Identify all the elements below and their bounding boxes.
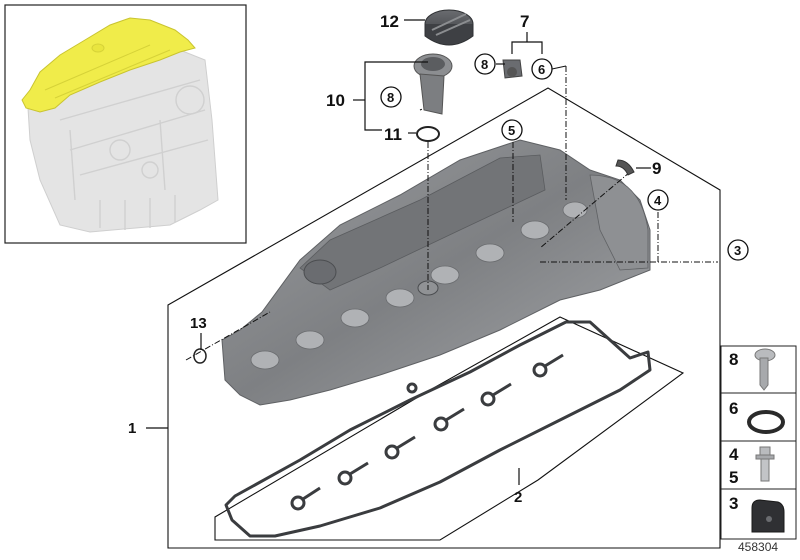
highlighted-cover-icon bbox=[21, 17, 196, 113]
grommet-icon bbox=[751, 499, 785, 533]
callout-9[interactable]: 9 bbox=[652, 159, 661, 178]
legend-num: 8 bbox=[729, 350, 738, 369]
o-ring-11[interactable] bbox=[416, 126, 440, 142]
engine-thumbnail[interactable] bbox=[4, 4, 247, 244]
legend-item-o-ring[interactable]: 6 bbox=[729, 399, 785, 434]
callout-6-text: 6 bbox=[538, 62, 545, 77]
gasket-outline-icon bbox=[224, 320, 652, 538]
callout-2[interactable]: 2 bbox=[514, 489, 522, 506]
callout-3-text: 3 bbox=[734, 243, 741, 258]
legend-num: 6 bbox=[729, 399, 738, 418]
legend-num: 3 bbox=[729, 494, 738, 513]
oil-filler-neck[interactable] bbox=[413, 53, 453, 115]
circle-marker-icon bbox=[474, 53, 496, 75]
small-o-ring-icon bbox=[193, 348, 207, 364]
callout-6[interactable]: 6 bbox=[531, 58, 567, 80]
neck-opening-icon bbox=[421, 57, 445, 71]
cap-grip-icon bbox=[431, 13, 471, 36]
cover-rail-icon bbox=[299, 154, 546, 291]
breather-dome-icon bbox=[303, 259, 337, 285]
legend-num: 5 bbox=[729, 468, 738, 487]
cylinder-head-cover[interactable] bbox=[221, 139, 651, 406]
grommet-hole-icon bbox=[766, 516, 772, 522]
plug-13[interactable] bbox=[193, 348, 207, 364]
bolt-shank-icon bbox=[760, 458, 770, 482]
legend-item-screw[interactable]: 8 bbox=[729, 348, 776, 391]
cam-lobes-icon bbox=[250, 201, 588, 370]
cap-body-icon bbox=[424, 24, 474, 46]
legend-item-grommet[interactable]: 3 bbox=[729, 494, 785, 533]
circle-marker-icon bbox=[501, 119, 523, 141]
sensor-plug-icon bbox=[507, 67, 517, 77]
assembly-frame bbox=[167, 87, 721, 549]
cover-detail-icon bbox=[44, 43, 171, 99]
seal-strip-icon bbox=[615, 159, 635, 176]
callout-12[interactable]: 12 bbox=[380, 12, 399, 31]
o-ring-icon bbox=[416, 126, 440, 142]
dash-leaders bbox=[185, 66, 718, 361]
diagram-id-number: 458304 bbox=[738, 540, 779, 554]
o-ring-icon bbox=[747, 410, 785, 434]
callout-4-text: 4 bbox=[654, 193, 662, 208]
oil-filler-cap[interactable] bbox=[424, 9, 474, 46]
cover-end-icon bbox=[589, 174, 649, 271]
spark-plug-seals-icon bbox=[290, 353, 564, 511]
callout-labels: 1 2 7 9 10 11 12 13 3 4 5 6 8 bbox=[128, 12, 749, 506]
neck-tube-icon bbox=[419, 73, 445, 115]
callout-8-lower-text: 8 bbox=[387, 90, 394, 105]
legend-num: 4 bbox=[729, 445, 739, 464]
circle-marker-icon bbox=[647, 189, 669, 211]
callout-7[interactable]: 7 bbox=[520, 12, 529, 31]
callout-10[interactable]: 10 bbox=[326, 91, 345, 110]
screw-shank-icon bbox=[759, 357, 769, 391]
callout-8-upper[interactable]: 8 bbox=[474, 53, 496, 75]
circle-marker-icon bbox=[727, 239, 749, 261]
callout-5[interactable]: 5 bbox=[501, 119, 523, 141]
legend-item-bolt[interactable]: 4 5 bbox=[729, 445, 775, 487]
callout-1[interactable]: 1 bbox=[128, 420, 136, 437]
sensor-7[interactable] bbox=[502, 59, 523, 79]
callout-8-lower[interactable]: 8 bbox=[380, 86, 402, 108]
seal-9[interactable] bbox=[615, 159, 635, 176]
bracket-leaders bbox=[200, 19, 651, 485]
legend-panel: 8 6 4 5 3 bbox=[720, 345, 797, 540]
bolt-icon bbox=[759, 446, 771, 456]
callout-4[interactable]: 4 bbox=[647, 189, 669, 211]
callout-5-text: 5 bbox=[508, 123, 515, 138]
callout-8-upper-text: 8 bbox=[481, 57, 488, 72]
circle-marker-icon bbox=[380, 86, 402, 108]
engine-detail-icon bbox=[59, 79, 209, 230]
callout-3[interactable]: 3 bbox=[727, 239, 749, 261]
callout-13[interactable]: 13 bbox=[190, 315, 207, 332]
gasket-set[interactable] bbox=[224, 320, 652, 538]
callout-11[interactable]: 11 bbox=[384, 125, 402, 144]
bolt-flange-icon bbox=[755, 454, 775, 460]
callout-6-leader bbox=[551, 65, 567, 70]
